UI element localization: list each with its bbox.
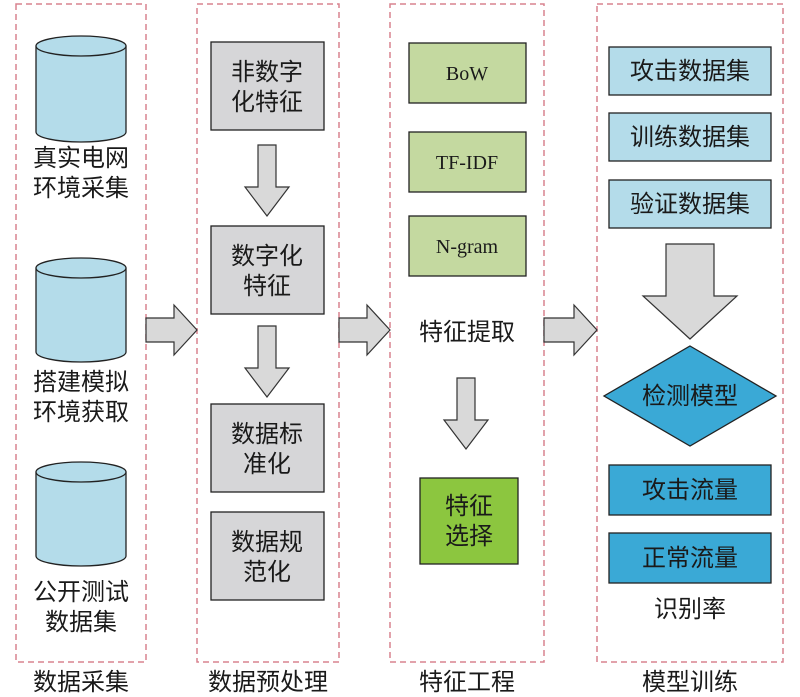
arrow-right-icon [338,303,391,357]
column-title-preprocessing: 数据预处理 [208,669,328,696]
method-box-ngram [408,215,527,277]
step-label-line1: 非数字 [231,59,303,86]
step-label-line1: 数字化 [231,243,303,270]
selection-label-line2: 选择 [445,523,493,550]
step-box-standardize [210,403,325,493]
model-diamond [602,345,778,447]
source-label-line2: 数据集 [45,609,117,636]
output-box-normal-traffic [608,532,772,584]
column-title-training: 模型训练 [642,669,738,696]
step-label-line2: 范化 [243,559,291,586]
extraction-label: 特征提取 [419,319,515,346]
source-cylinder-public-dataset [35,461,127,567]
training-frame [596,3,784,663]
method-label: BoW [446,63,488,85]
step-box-normalize [210,511,325,601]
collection-frame [15,3,147,663]
step-box-numeric [210,225,325,315]
step-label-line2: 特征 [243,273,291,300]
selection-box [419,477,519,565]
output-box-attack-traffic [608,464,772,516]
dataset-box-validation [608,179,772,229]
output-label: 攻击流量 [642,477,738,504]
dataset-label: 攻击数据集 [630,58,750,85]
model-label: 检测模型 [642,383,738,410]
arrow-right-icon [145,303,198,357]
step-label-line2: 准化 [243,451,291,478]
source-label-line1: 搭建模拟 [33,369,129,396]
source-cylinder-real-grid [35,35,127,143]
source-label-line2: 环境获取 [33,399,129,426]
source-label-line1: 公开测试 [33,579,129,606]
arrow-down-icon [243,325,291,398]
dataset-label: 训练数据集 [630,124,750,151]
arrow-down-icon [442,377,490,450]
output-label: 正常流量 [642,545,738,572]
arrow-down-icon [243,144,291,217]
method-label: N-gram [436,236,499,258]
arrow-right-icon [543,303,598,357]
dataset-label: 验证数据集 [630,191,750,218]
method-label: TF-IDF [436,152,498,174]
result-label: 识别率 [654,596,726,623]
step-box-non-numeric [210,41,325,131]
step-label-line1: 数据规 [231,529,303,556]
column-title-feature-engineering: 特征工程 [419,669,515,696]
step-label-line2: 化特征 [231,89,303,116]
column-title-collection: 数据采集 [33,669,129,696]
selection-label-line1: 特征 [445,493,493,520]
source-label-line1: 真实电网 [33,145,129,172]
dataset-box-training [608,112,772,162]
source-label-line2: 环境采集 [33,175,129,202]
arrow-down-icon [641,243,739,340]
source-cylinder-simulated [35,257,127,363]
method-box-tfidf [408,131,527,193]
dataset-box-attack [608,46,772,96]
method-box-bow [408,42,527,104]
step-label-line1: 数据标 [231,421,303,448]
